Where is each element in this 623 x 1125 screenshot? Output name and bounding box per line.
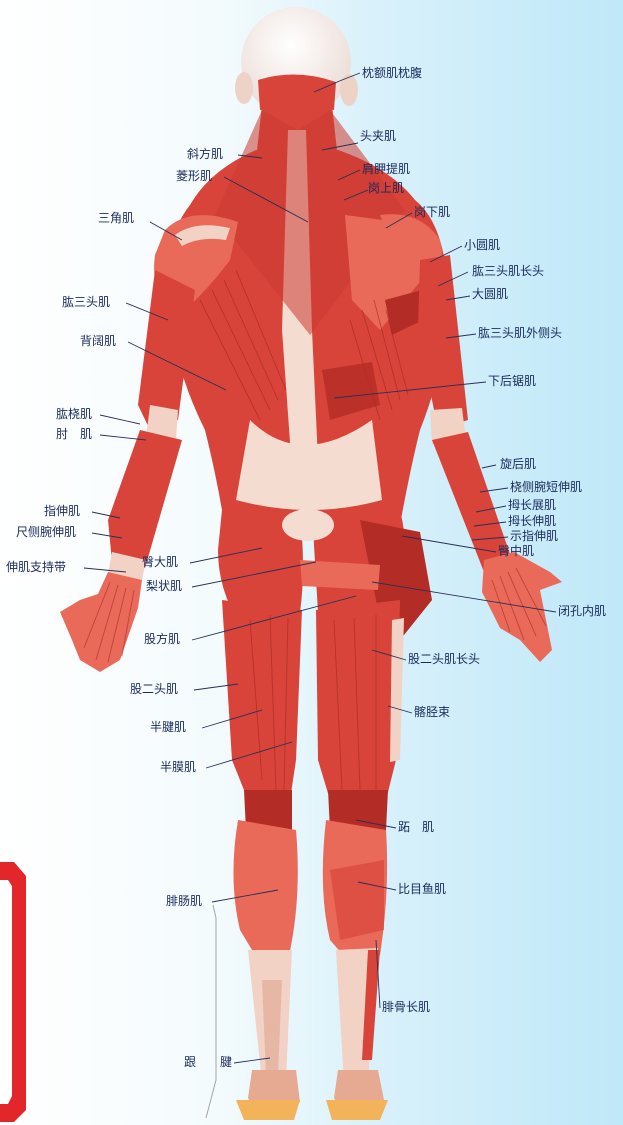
label-ext-indicis: 示指伸肌 — [510, 528, 558, 543]
label-latissimus-dorsi: 背阔肌 — [80, 334, 116, 348]
label-gluteus-maximus: 臀大肌 — [142, 555, 178, 569]
label-piriformis: 梨状肌 — [146, 579, 182, 593]
label-peroneus-longus: 腓骨长肌 — [382, 999, 430, 1014]
label-teres-major: 大圆肌 — [472, 287, 508, 301]
label-gluteus-medius: 臀中肌 — [498, 543, 534, 558]
library-stamp — [0, 862, 26, 1122]
label-levator-scapulae: 肩胛提肌 — [362, 161, 410, 176]
label-abd-pollicis-longus: 拇长展肌 — [508, 498, 556, 512]
label-supinator: 旋后肌 — [500, 457, 536, 471]
label-occipital-belly: 枕额肌枕腹 — [362, 65, 422, 80]
label-semimembranosus: 半膜肌 — [160, 760, 196, 774]
label-deltoid: 三角肌 — [98, 211, 134, 225]
label-ext-digitorum: 指伸肌 — [44, 503, 80, 518]
label-triceps-lateral-head: 肱三头肌外侧头 — [478, 325, 562, 340]
label-extensor-retinaculum: 伸肌支持带 — [6, 559, 66, 574]
ear-left — [235, 72, 253, 104]
label-ext-carpi-radialis-brevis: 桡侧腕短伸肌 — [510, 479, 582, 494]
label-infraspinatus: 岗下肌 — [414, 205, 450, 219]
label-obturator-internus: 闭孔内肌 — [558, 604, 606, 618]
label-teres-minor: 小圆肌 — [464, 238, 500, 252]
label-serratus-posterior-inferior: 下后锯肌 — [488, 373, 536, 388]
sacrum — [282, 509, 334, 541]
label-anconeus: 肘 肌 — [56, 426, 92, 441]
label-plantaris: 跖 肌 — [398, 820, 434, 834]
label-brachioradialis: 肱桡肌 — [56, 406, 92, 421]
thigh-right — [316, 600, 400, 800]
label-splenius-capitis: 头夹肌 — [360, 129, 396, 143]
label-achilles-left: 跟 — [184, 1055, 196, 1069]
ear-right — [340, 74, 358, 106]
label-rhomboid: 菱形肌 — [176, 169, 212, 183]
label-biceps-femoris: 股二头肌 — [130, 682, 178, 696]
label-triceps: 肱三头肌 — [62, 294, 110, 309]
piriformis-area — [300, 560, 380, 590]
label-trapezius: 斜方肌 — [187, 146, 223, 161]
label-supraspinatus: 岗上肌 — [368, 181, 404, 195]
foot-sole-right — [326, 1100, 388, 1120]
label-semitendinosus: 半腱肌 — [150, 720, 186, 734]
label-achilles-right: 腱 — [220, 1055, 232, 1069]
label-biceps-femoris-long-head: 股二头肌长头 — [408, 652, 480, 666]
label-iliotibial-tract: 髂胫束 — [414, 704, 450, 719]
occipital-belly — [258, 74, 336, 110]
label-gastrocnemius: 腓肠肌 — [166, 893, 202, 908]
label-ext-pollicis-longus: 拇长伸肌 — [508, 514, 556, 528]
label-quadratus-femoris: 股方肌 — [144, 631, 180, 646]
label-ext-carpi-ulnaris: 尺侧腕伸肌 — [16, 524, 76, 539]
foot-sole-left — [236, 1100, 300, 1120]
label-soleus: 比目鱼肌 — [398, 882, 446, 896]
label-triceps-long-head: 肱三头肌长头 — [472, 263, 544, 278]
